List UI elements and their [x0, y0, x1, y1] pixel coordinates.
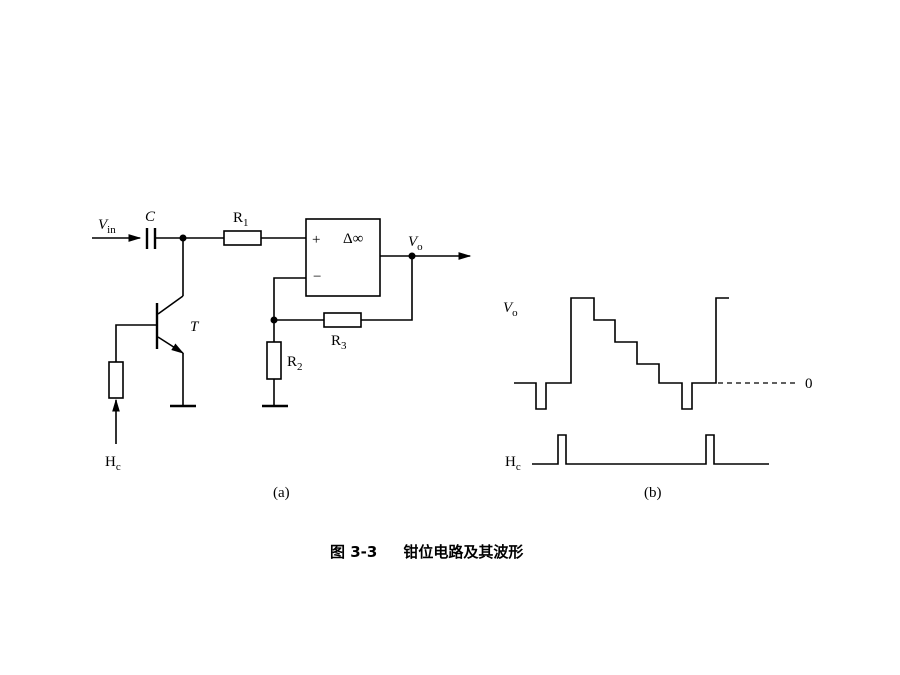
capacitor-label: C: [145, 209, 156, 225]
panel-label-b: (b): [644, 485, 662, 501]
capacitor-symbol: [145, 228, 183, 249]
output-label: Vo: [408, 234, 423, 253]
figure-number: 图 3-3: [330, 543, 377, 561]
hc-waveform: [532, 434, 769, 465]
opamp-symbol: Δ∞: [343, 231, 363, 247]
figure-caption: 图 3-3 钳位电路及其波形: [330, 543, 523, 561]
transistor-symbol: [115, 238, 196, 408]
resistor-r2: [266, 341, 282, 380]
input-label: Vin: [98, 217, 116, 236]
vo-waveform: [514, 297, 729, 410]
opamp-minus-sign: −: [313, 269, 321, 285]
zero-label: 0: [805, 376, 813, 392]
resistor-r3: [323, 312, 362, 328]
resistor-base: [108, 361, 124, 399]
hc-label-waveform: Hc: [505, 454, 521, 473]
r1-label: R1: [233, 210, 249, 229]
circuit-diagram: Vin C R1 + − Δ∞ Vo R3: [92, 209, 472, 501]
opamp-plus-sign: +: [312, 232, 320, 248]
panel-label-a: (a): [273, 485, 290, 501]
opamp-box: [305, 218, 381, 297]
r3-label: R3: [331, 333, 347, 352]
hc-label-circuit: Hc: [105, 454, 121, 473]
figure-title: 钳位电路及其波形: [403, 543, 523, 561]
resistor-r1: [223, 230, 262, 246]
transistor-label: T: [190, 319, 200, 335]
waveform-diagram: Vo 0 Hc (b): [503, 297, 813, 501]
r2-label: R2: [287, 354, 303, 373]
vo-label: Vo: [503, 300, 518, 319]
